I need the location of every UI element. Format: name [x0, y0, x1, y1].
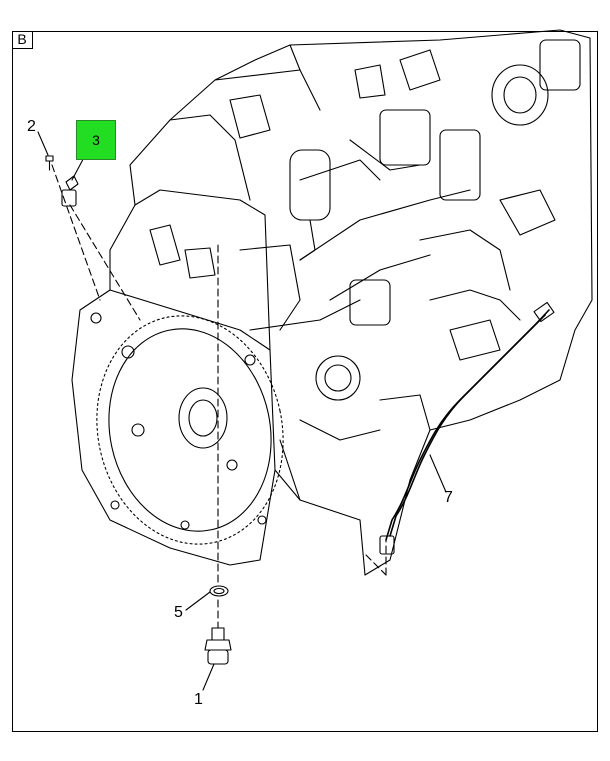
wire-harness — [379, 301, 555, 555]
callout-leaders — [37, 131, 447, 691]
view-letter: B — [12, 31, 33, 49]
callout-5-label: 5 — [174, 604, 183, 621]
bolt — [45, 155, 54, 171]
speed-sensor-part — [204, 627, 232, 665]
o-ring-seal — [209, 585, 229, 597]
diagram-frame — [12, 31, 598, 732]
assembly-leader-lines — [51, 164, 387, 629]
callout-1-label: 1 — [194, 691, 203, 708]
callout-2-label: 2 — [27, 118, 36, 135]
callout-3-highlight: 3 — [76, 120, 116, 160]
engine-block — [109, 29, 593, 576]
sensor-part-3 — [61, 175, 79, 207]
callout-3-label: 3 — [92, 132, 100, 148]
callout-7-label: 7 — [444, 489, 453, 506]
